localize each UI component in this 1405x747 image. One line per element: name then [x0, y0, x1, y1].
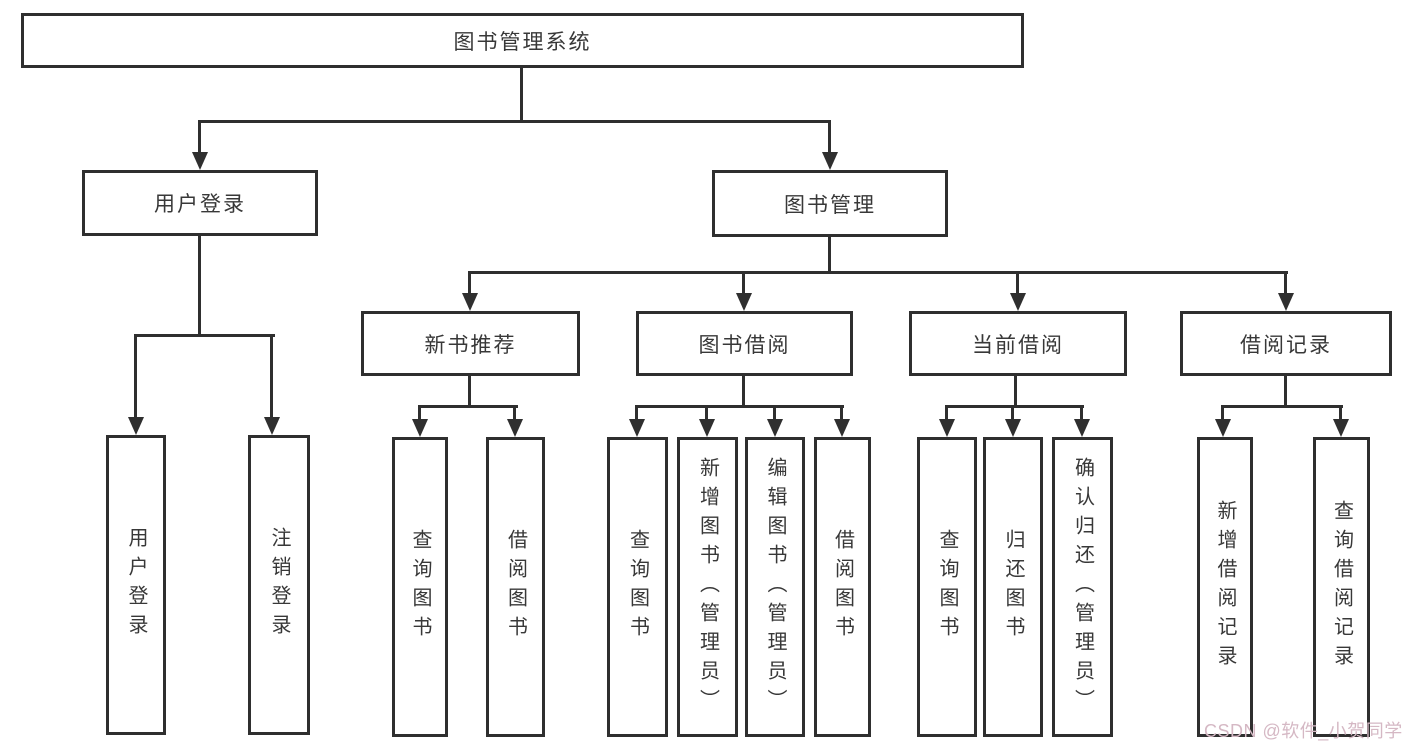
- connector-line: [828, 237, 831, 274]
- connector-line: [742, 376, 745, 408]
- arrowhead-icon: [462, 293, 478, 311]
- leaf-label: 查询借阅记录: [1330, 500, 1353, 674]
- connector-line: [468, 271, 471, 296]
- node-label: 用户登录: [154, 193, 246, 216]
- leaf-label: 编辑图书（管理员）: [764, 456, 786, 718]
- node-user-login: 用户登录: [82, 170, 318, 236]
- connector-line: [840, 405, 843, 421]
- arrowhead-icon: [412, 419, 428, 437]
- arrowhead-icon: [767, 419, 783, 437]
- arrowhead-icon: [1005, 419, 1021, 437]
- node-label: 当前借阅: [972, 333, 1064, 357]
- arrowhead-icon: [1074, 419, 1090, 437]
- connector-line: [513, 405, 516, 421]
- leaf-query-books-recommend: 查询图书: [392, 437, 448, 737]
- connector-line: [828, 120, 831, 156]
- connector-line: [1284, 271, 1287, 296]
- leaf-query-books-current: 查询图书: [917, 437, 977, 737]
- node-label: 图书管理系统: [453, 30, 592, 54]
- node-label: 图书借阅: [698, 333, 791, 357]
- leaf-borrow-books: 借阅图书: [814, 437, 871, 737]
- connector-line: [635, 405, 844, 408]
- connector-line: [198, 236, 201, 337]
- leaf-query-borrow-record: 查询借阅记录: [1313, 437, 1370, 737]
- connector-line: [134, 334, 275, 337]
- connector-line: [1011, 405, 1014, 421]
- connector-line: [945, 405, 948, 421]
- leaf-logout: 注销登录: [248, 435, 310, 735]
- connector-line: [198, 120, 831, 123]
- arrowhead-icon: [128, 417, 144, 435]
- connector-line: [1339, 405, 1342, 421]
- node-borrow-records: 借阅记录: [1180, 311, 1392, 376]
- arrowhead-icon: [1215, 419, 1231, 437]
- node-new-book-recommend: 新书推荐: [361, 311, 580, 376]
- connector-line: [418, 405, 421, 421]
- connector-line: [520, 68, 523, 121]
- leaf-add-borrow-record: 新增借阅记录: [1197, 437, 1253, 737]
- connector-line: [1221, 405, 1224, 421]
- arrowhead-icon: [822, 152, 838, 170]
- connector-line: [742, 271, 745, 296]
- node-book-management: 图书管理: [712, 170, 948, 237]
- arrowhead-icon: [1278, 293, 1294, 311]
- connector-line: [773, 405, 776, 421]
- leaf-query-books-borrow: 查询图书: [607, 437, 668, 737]
- connector-line: [468, 271, 1288, 274]
- connector-line: [1284, 376, 1287, 408]
- node-label: 新书推荐: [424, 333, 517, 357]
- connector-line: [418, 405, 518, 408]
- node-label: 借阅记录: [1240, 333, 1332, 357]
- node-current-borrow: 当前借阅: [909, 311, 1127, 376]
- arrowhead-icon: [1010, 293, 1026, 311]
- leaf-label: 借阅图书: [831, 529, 854, 645]
- leaf-label: 查询图书: [626, 529, 649, 645]
- connector-line: [1016, 271, 1019, 296]
- leaf-label: 新增图书（管理员）: [696, 456, 719, 718]
- leaf-confirm-return-admin: 确认归还（管理员）: [1052, 437, 1113, 737]
- leaf-return-books: 归还图书: [983, 437, 1043, 737]
- arrowhead-icon: [507, 419, 523, 437]
- arrowhead-icon: [736, 293, 752, 311]
- connector-line: [1080, 405, 1083, 421]
- leaf-label: 查询图书: [936, 529, 958, 645]
- connector-line: [198, 120, 201, 156]
- arrowhead-icon: [699, 419, 715, 437]
- leaf-label: 用户登录: [125, 527, 147, 643]
- leaf-label: 归还图书: [1002, 529, 1024, 645]
- connector-line: [705, 405, 708, 421]
- leaf-label: 确认归还（管理员）: [1071, 456, 1094, 718]
- connector-line: [635, 405, 638, 421]
- connector-line: [945, 405, 1084, 408]
- leaf-label: 借阅图书: [504, 529, 527, 645]
- arrowhead-icon: [192, 152, 208, 170]
- leaf-label: 查询图书: [409, 529, 431, 645]
- connector-line: [1014, 376, 1017, 408]
- node-root-system: 图书管理系统: [21, 13, 1024, 68]
- leaf-edit-books-admin: 编辑图书（管理员）: [745, 437, 805, 737]
- connector-line: [270, 334, 273, 420]
- arrowhead-icon: [264, 417, 280, 435]
- connector-line: [468, 376, 471, 408]
- node-book-borrow: 图书借阅: [636, 311, 853, 376]
- arrowhead-icon: [1333, 419, 1349, 437]
- leaf-add-books-admin: 新增图书（管理员）: [677, 437, 738, 737]
- node-label: 图书管理: [784, 193, 876, 217]
- leaf-label: 新增借阅记录: [1214, 500, 1236, 674]
- connector-line: [1221, 405, 1343, 408]
- leaf-borrow-books-recommend: 借阅图书: [486, 437, 545, 737]
- connector-line: [134, 334, 137, 420]
- arrowhead-icon: [834, 419, 850, 437]
- arrowhead-icon: [629, 419, 645, 437]
- csdn-watermark: CSDN @软件_小贺同学: [1204, 721, 1403, 741]
- leaf-label: 注销登录: [268, 527, 290, 643]
- arrowhead-icon: [939, 419, 955, 437]
- leaf-user-login: 用户登录: [106, 435, 166, 735]
